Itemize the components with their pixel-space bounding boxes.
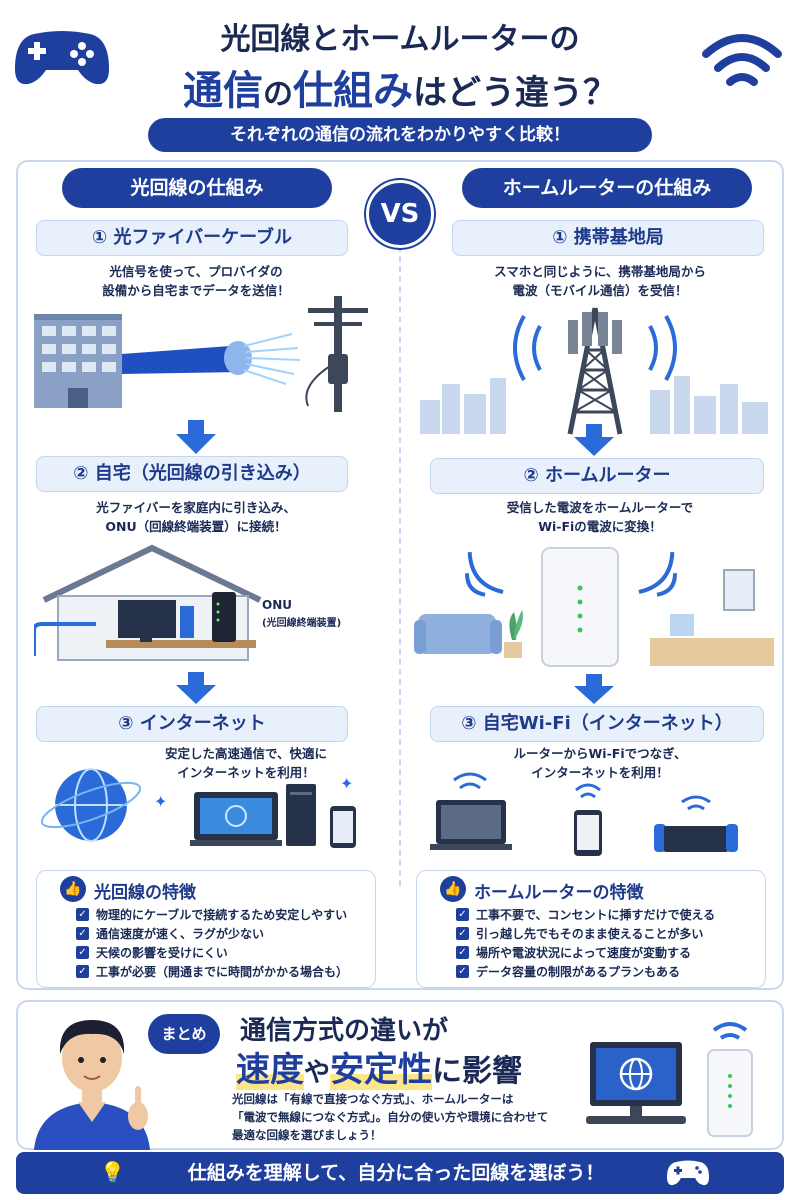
right-step3-desc-line2: インターネットを利用！ [531,765,669,780]
thumbs-up-icon: 👍 [60,876,86,902]
left-step1-desc: 光信号を使って、プロバイダの 設備から自宅までデータを送信！ [40,262,352,300]
home-router-illustration [414,540,774,670]
left-features-list: 物理的にケーブルで接続するため安定しやすい 通信速度が速く、ラグが少ない 天候の… [76,906,348,982]
down-arrow-right-1 [574,424,614,456]
summary-badge-text: まとめ [161,1025,207,1043]
summary-badge: まとめ [148,1014,220,1054]
summary-word-stability: 安定性 [330,1050,433,1090]
gamepad-icon-footer [666,1159,710,1187]
wifi-devices-illustration [428,770,768,858]
right-step3-title: ③ 自宅Wi-Fi（インターネット） [430,706,764,742]
right-step1-desc-line2: 電波（モバイル通信）を受信！ [512,283,688,298]
footer-text: 仕組みを理解して、自分に合った回線を選ぼう！ [187,1162,605,1184]
left-step2-desc-line2: ONU（回線終端装置）に接続！ [105,519,287,534]
footer-banner: 💡 仕組みを理解して、自分に合った回線を選ぼう！ [16,1152,784,1194]
right-step3-desc: ルーターからWi-Fiでつなぎ、 インターネットを利用！ [430,744,770,782]
right-step2-title: ② ホームルーター [430,458,764,494]
summary-body-line3: 最適な回線を選びましょう！ [232,1128,382,1142]
left-step3-desc: 安定した高速通信で、快適に インターネットを利用！ [90,744,402,782]
house-onu-illustration [32,544,270,670]
summary-word-speed: 速度 [236,1050,304,1090]
title-word-dou-chigau: はどう違う？ [413,73,617,113]
right-step1-desc-line1: スマホと同じように、携帯基地局から [494,264,706,279]
sparkle-icon: ✦ [154,792,168,811]
panel-divider [399,236,401,886]
left-feature-item: 天候の影響を受けにくい [76,944,348,963]
right-step1-desc: スマホと同じように、携帯基地局から 電波（モバイル通信）を受信！ [430,262,770,300]
cell-tower-illustration [420,300,770,436]
down-arrow-left-2 [176,672,216,704]
title-word-tsushin: 通信 [183,68,263,114]
onu-label: ONU [262,598,292,612]
left-feature-item: 工事が必要（開通までに時間がかかる場合も） [76,963,348,982]
right-step1-title: ① 携帯基地局 [452,220,764,256]
right-header-text: ホームルーターの仕組み [502,177,712,199]
left-step2-title: ② 自宅（光回線の引き込み） [36,456,348,492]
globe-icon [36,760,146,850]
fiber-cable-illustration [30,296,370,416]
right-features-title: ホームルーターの特徴 [474,883,644,903]
right-feature-item: データ容量の制限があるプランもある [456,963,715,982]
right-step2-desc-line1: 受信した電波をホームルーターで [506,500,694,515]
summary-word-ya: や [304,1058,331,1088]
subtitle-text: それぞれの通信の流れをわかりやすく比較！ [230,125,570,145]
summary-body: 光回線は「有線で直接つなぐ方式」、ホームルーターは 「電波で無線につなぐ方式」。… [232,1090,548,1144]
left-step3-title: ③ インターネット [36,706,348,742]
summary-word-eikyo: に影響 [432,1054,523,1089]
vs-badge: VS [366,180,434,248]
left-step2-desc-line1: 光ファイバーを家庭内に引き込み、 [96,500,296,515]
left-feature-item: 物理的にケーブルで接続するため安定しやすい [76,906,348,925]
down-arrow-right-2 [574,674,614,704]
onu-sublabel: (光回線終端装置) [262,618,342,629]
right-step3-desc-line1: ルーターからWi-Fiでつなぎ、 [513,746,687,761]
page-title-line1: 光回線とホームルーターの [220,22,580,57]
title-word-no: の [263,77,293,112]
summary-body-line1: 光回線は「有線で直接つなぐ方式」、ホームルーターは [232,1092,514,1106]
left-step3-desc-line1: 安定した高速通信で、快適に [164,746,327,761]
summary-heading1: 通信方式の違いが [240,1016,449,1046]
thumbs-up-icon: 👍 [440,876,466,902]
left-step1-title: ① 光ファイバーケーブル [36,220,348,256]
right-feature-item: 工事不要で、コンセントに挿すだけで使える [456,906,715,925]
left-step1-desc-line2: 設備から自宅までデータを送信！ [102,283,290,298]
left-step2-desc: 光ファイバーを家庭内に引き込み、 ONU（回線終端装置）に接続！ [40,498,352,536]
wifi-icon [700,28,784,96]
summary-heading2: 速度や安定性に影響 [236,1042,522,1091]
page-title-line2: 通信の仕組みはどう違う？ [110,58,690,116]
left-header-text: 光回線の仕組み [130,177,264,199]
left-step1-desc-line1: 光信号を使って、プロバイダの [109,264,283,279]
monitor-router-illustration [580,1014,770,1144]
left-features-title: 光回線の特徴 [94,883,196,903]
right-feature-item: 引っ越し先でもそのまま使えることが多い [456,925,715,944]
person-avatar [30,1006,154,1150]
subtitle-banner: それぞれの通信の流れをわかりやすく比較！ [148,118,652,152]
vs-text: VS [380,199,420,229]
devices-illustration [190,780,370,852]
right-step2-desc-line2: Wi-Fiの電波に変換！ [538,519,662,534]
right-column-header: ホームルーターの仕組み [462,168,752,208]
left-feature-item: 通信速度が速く、ラグが少ない [76,925,348,944]
right-feature-item: 場所や電波状況によって速度が変動する [456,944,715,963]
down-arrow-left-1 [176,420,216,454]
left-step3-desc-line2: インターネットを利用！ [177,765,315,780]
gamepad-icon [12,26,112,90]
right-features-list: 工事不要で、コンセントに挿すだけで使える 引っ越し先でもそのまま使えることが多い… [456,906,715,982]
lightbulb-icon: 💡 [100,1160,125,1184]
right-step2-desc: 受信した電波をホームルーターで Wi-Fiの電波に変換！ [430,498,770,536]
summary-body-line2: 「電波で無線につなぐ方式」。自分の使い方や環境に合わせて [232,1110,549,1124]
sparkle-icon-2: ✦ [340,774,354,793]
title-word-shikumi: 仕組み [293,68,413,114]
left-column-header: 光回線の仕組み [62,168,332,208]
